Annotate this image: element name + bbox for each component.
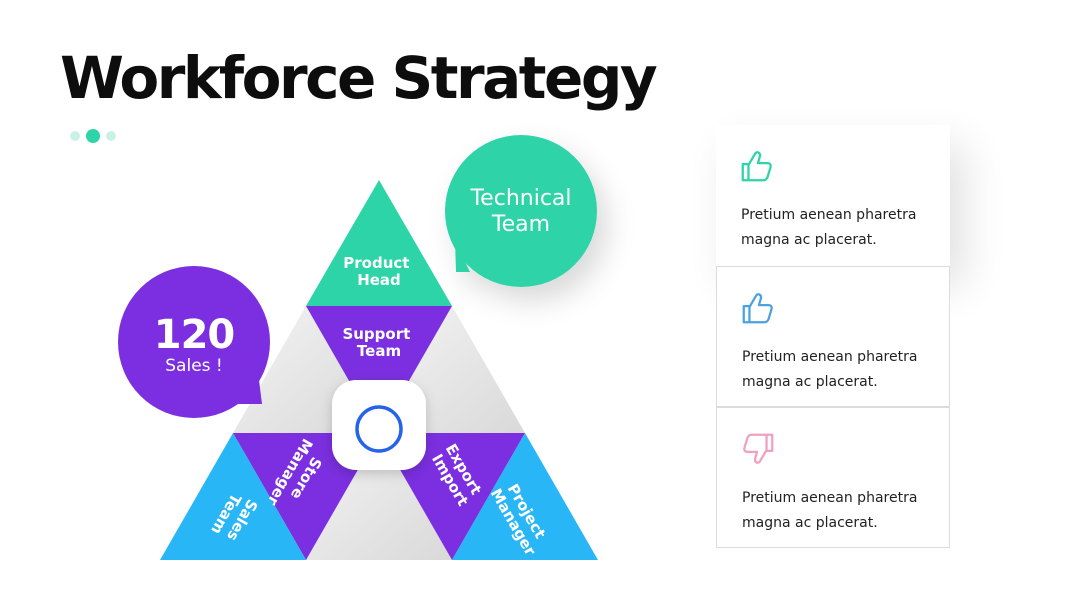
dot-indicator[interactable] <box>106 131 116 141</box>
dot-indicator[interactable] <box>70 131 80 141</box>
sales-count: 120 <box>153 312 236 358</box>
page-title: Workforce Strategy <box>60 44 658 112</box>
pagination-dots <box>70 129 116 143</box>
card-text: Pretium aenean pharetra magna ac placera… <box>741 207 917 248</box>
thumbs-up-icon <box>742 293 773 324</box>
pyramid-segment-sales-team[interactable] <box>160 433 306 560</box>
dot-indicator-active[interactable] <box>86 129 100 143</box>
pyramid-segment-product-head[interactable] <box>306 180 452 306</box>
technical-team-bubble <box>445 135 597 287</box>
moon-logo-icon <box>332 380 426 470</box>
sales-bubble <box>118 266 270 418</box>
thumbs-up-icon <box>741 151 772 182</box>
technical-team-label: Technical Team <box>470 186 572 238</box>
card-text: Pretium aenean pharetra magna ac placera… <box>742 349 918 390</box>
segment-label-product-head: Product Head <box>343 254 414 289</box>
thumbs-down-icon <box>743 433 774 464</box>
pyramid-gap-bottom <box>306 433 452 560</box>
info-card: Pretium aenean pharetra magna ac placera… <box>716 125 950 266</box>
pyramid-segment-support-team[interactable] <box>306 306 452 433</box>
pyramid-segment-project-manager[interactable] <box>452 433 598 560</box>
info-card: Pretium aenean pharetra magna ac placera… <box>716 407 950 548</box>
segment-label-support-team: Support Team <box>342 325 415 360</box>
card-text: Pretium aenean pharetra magna ac placera… <box>742 490 918 531</box>
info-card: Pretium aenean pharetra magna ac placera… <box>716 266 950 407</box>
sales-label: Sales ! <box>165 356 223 376</box>
